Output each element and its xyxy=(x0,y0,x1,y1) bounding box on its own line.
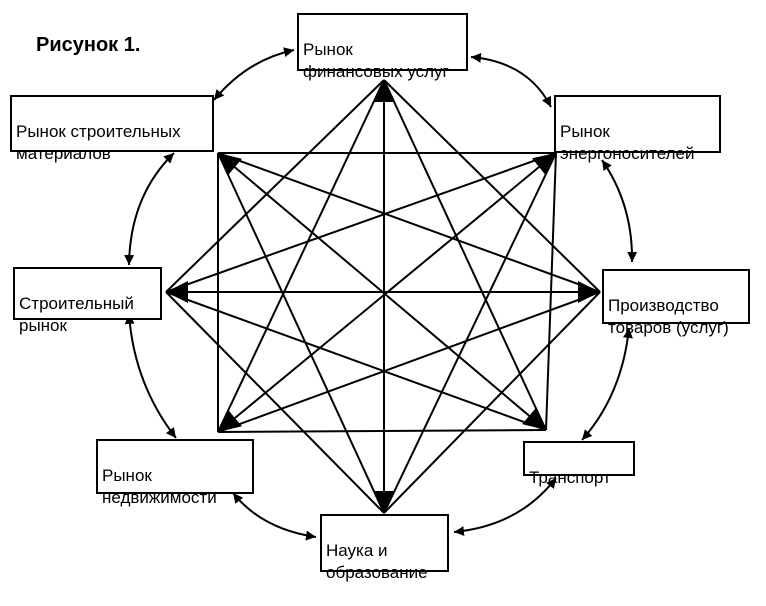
ring-arrow-materials-finance xyxy=(213,47,295,101)
arrowhead-realestate xyxy=(217,409,242,433)
node-label: Транспорт xyxy=(529,468,611,487)
node-science-education: Наука и образование xyxy=(320,514,449,582)
ring-arrow-construction-materials xyxy=(124,152,175,266)
connection-finance-transport xyxy=(383,79,547,431)
node-building-materials-market: Рынок строительных материалов xyxy=(10,95,214,163)
ring-arrow-realestate-construction xyxy=(124,313,177,439)
ring-arrow-energy-production xyxy=(601,159,638,263)
inner-connections xyxy=(165,79,601,514)
node-energy-market: Рынок энергоносителей xyxy=(554,95,721,163)
node-construction-market: Строительный рынок xyxy=(13,267,162,335)
ring-arrow-finance-energy xyxy=(470,52,552,108)
node-label: Рынок финансовых услуг xyxy=(303,40,449,81)
node-label: Рынок энергоносителей xyxy=(560,122,695,163)
connection-science-materials xyxy=(217,152,385,514)
arrowhead-energy xyxy=(531,152,557,176)
node-label: Рынок строительных материалов xyxy=(16,122,181,163)
ring-arrow-transport-science xyxy=(453,477,557,537)
connection-energy-science xyxy=(383,152,557,514)
ring-connectors xyxy=(124,47,638,541)
figure-title: Рисунок 1. xyxy=(36,34,141,56)
connection-transport-realestate xyxy=(217,429,547,433)
node-real-estate-market: Рынок недвижимости xyxy=(96,439,254,507)
market-relations-diagram xyxy=(124,47,638,541)
connection-production-materials xyxy=(217,152,601,293)
connection-production-science xyxy=(383,291,601,514)
node-label: Наука и образование xyxy=(326,541,428,582)
node-label: Производство товаров (услуг) xyxy=(608,296,729,337)
connection-finance-realestate xyxy=(217,79,385,433)
node-transport: Транспорт xyxy=(523,441,635,487)
arrowhead-materials xyxy=(217,152,242,176)
ring-arrow-science-realestate xyxy=(232,492,317,541)
connection-energy-construction xyxy=(165,152,557,293)
node-financial-services-market: Рынок финансовых услуг xyxy=(297,13,468,81)
connection-finance-construction xyxy=(165,79,385,293)
node-production: Производство товаров (услуг) xyxy=(602,269,750,337)
ring-arrow-production-transport xyxy=(581,327,633,441)
node-label: Рынок недвижимости xyxy=(102,466,217,507)
connection-transport-materials xyxy=(217,152,547,431)
arrowhead-transport xyxy=(522,407,547,431)
node-label: Строительный рынок xyxy=(19,294,134,335)
connection-finance-production xyxy=(383,79,601,293)
connection-transport-construction xyxy=(165,291,547,431)
connection-science-construction xyxy=(165,291,385,514)
